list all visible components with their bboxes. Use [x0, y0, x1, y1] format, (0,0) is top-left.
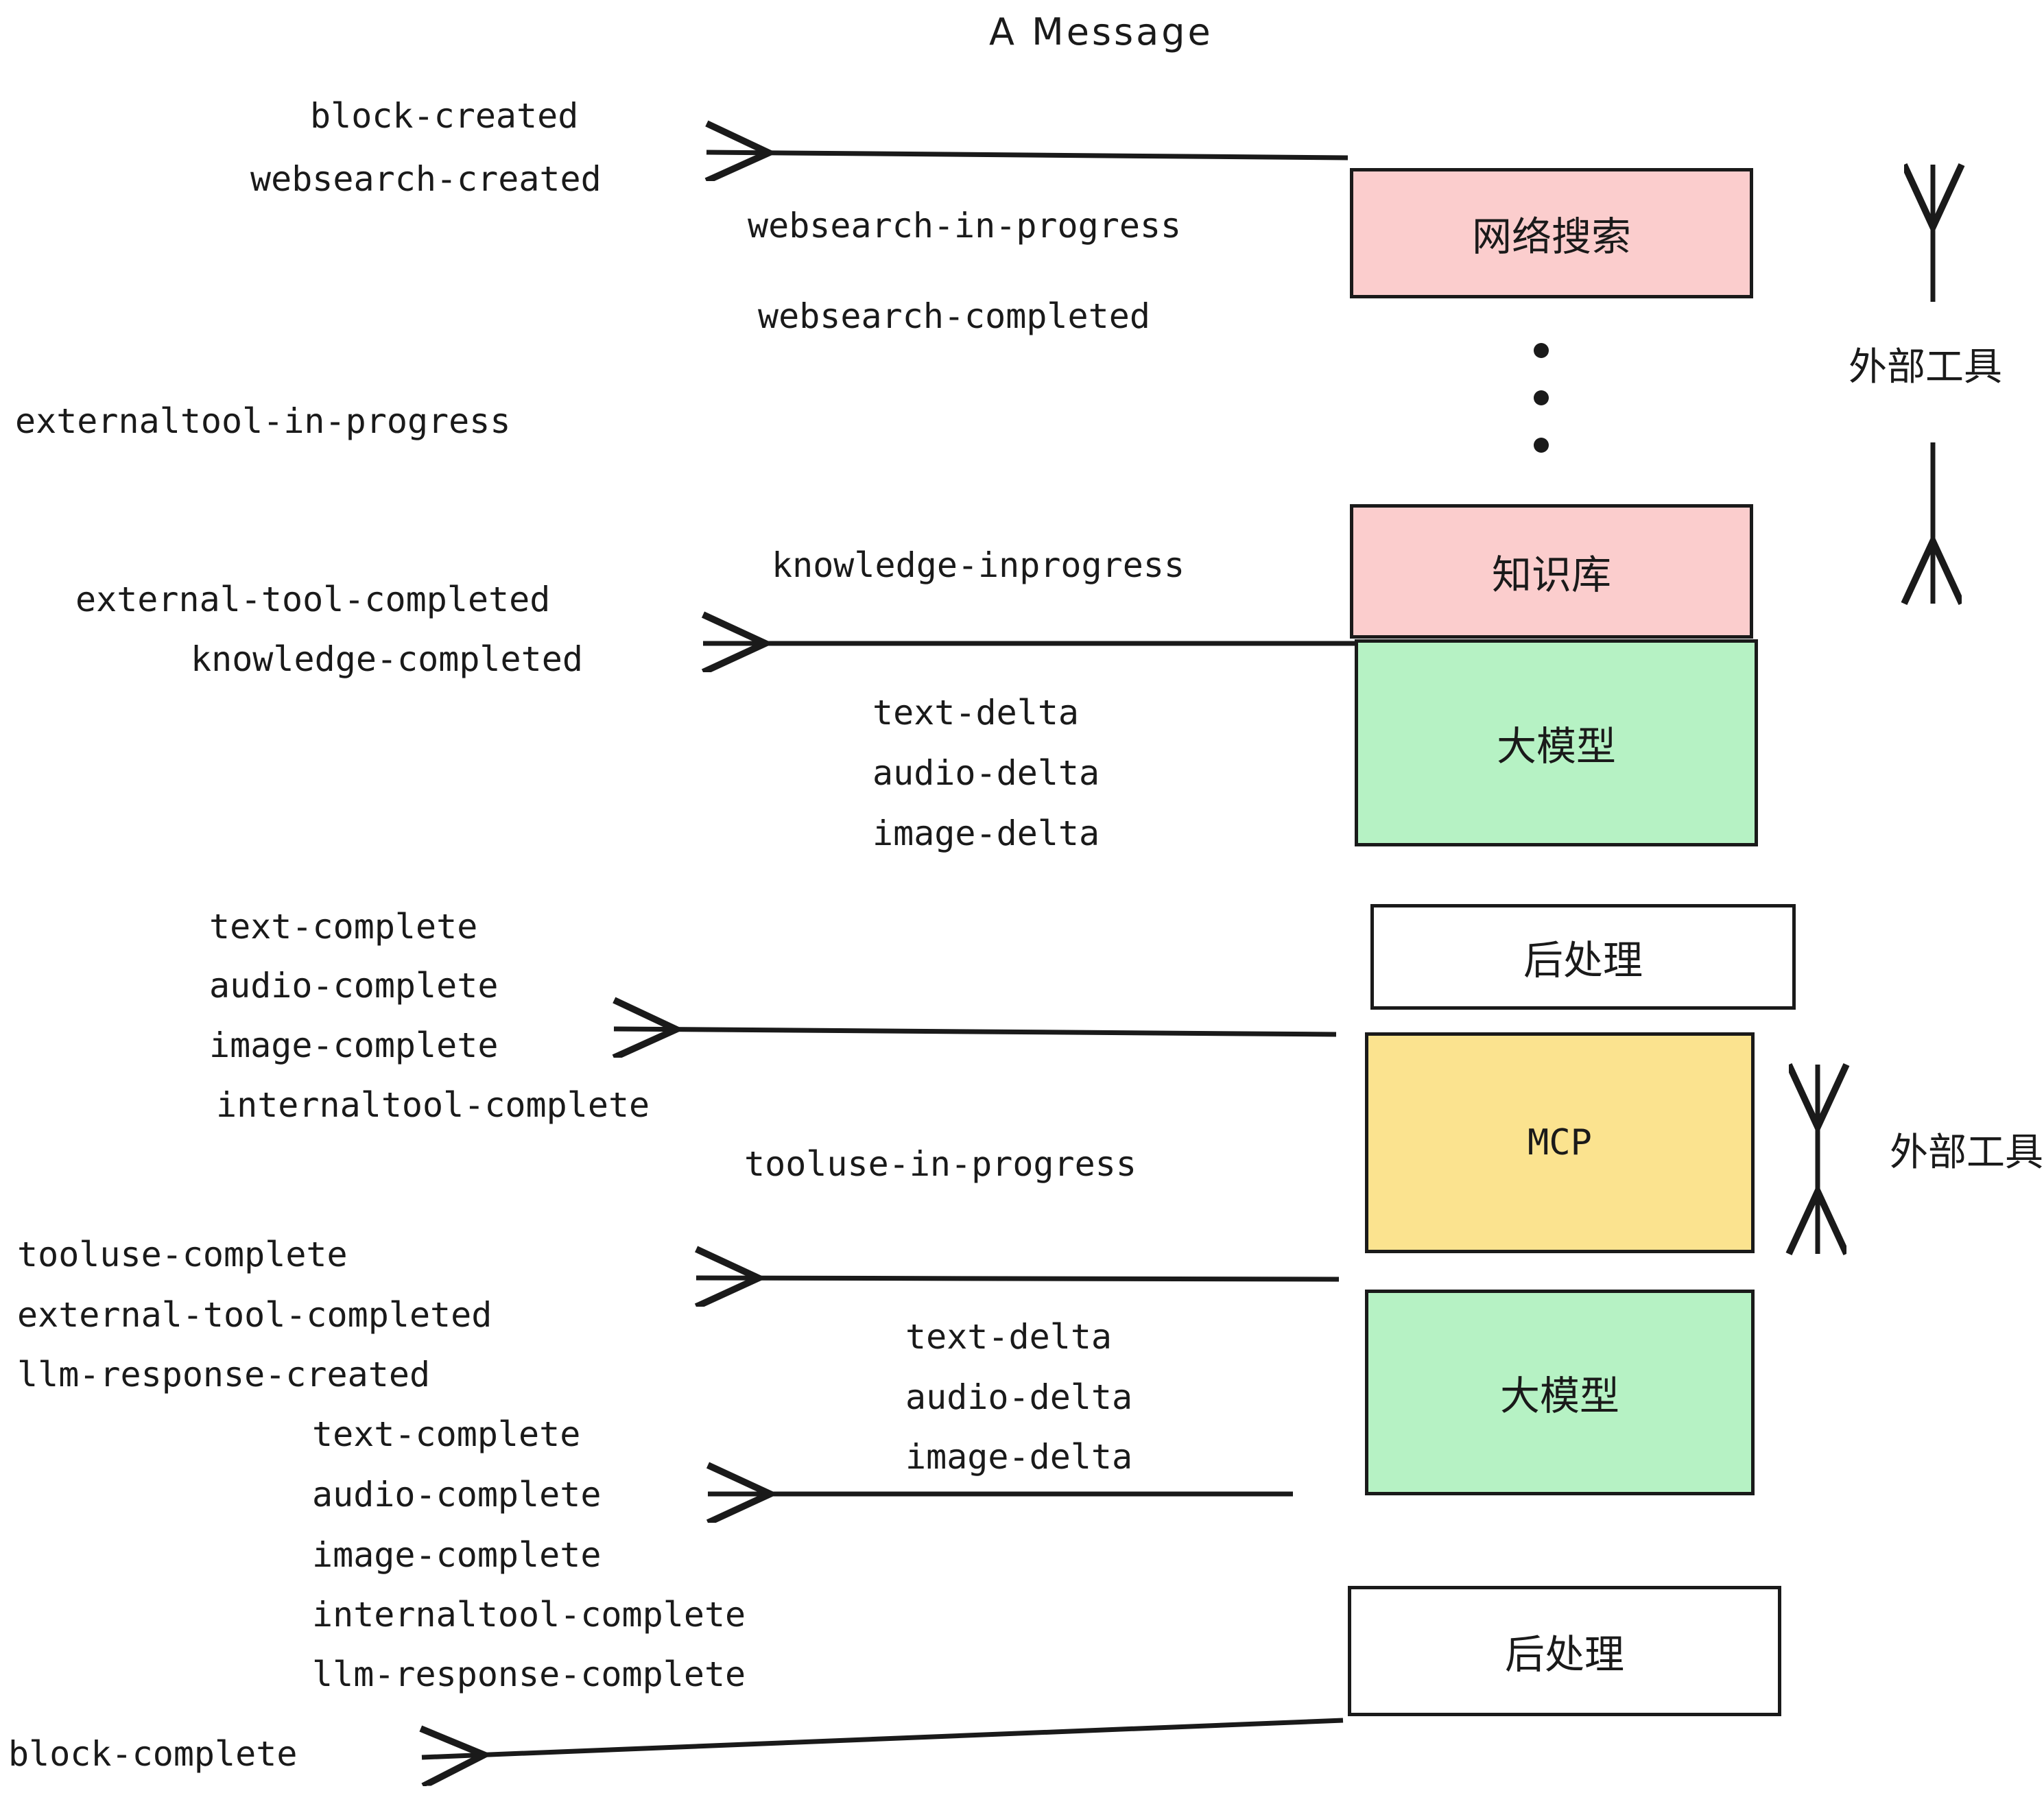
event-external-tool-completed-1: external-tool-completed [75, 580, 551, 619]
event-websearch-completed: websearch-completed [758, 296, 1150, 336]
arrow-postprocess1-to-image-complete [614, 1029, 1337, 1034]
box-knowledge-label: 知识库 [1491, 551, 1611, 598]
arrow-postprocess2-to-block-complete [422, 1718, 1344, 1757]
vertical-ellipsis-icon [1533, 343, 1549, 453]
box-llm-1[interactable]: 大模型 [1355, 639, 1758, 846]
event-block-complete: block-complete [8, 1734, 298, 1774]
box-postprocess-2-label: 后处理 [1504, 1631, 1624, 1678]
event-knowledge-inprogress: knowledge-inprogress [772, 545, 1185, 585]
event-external-tool-completed-2: external-tool-completed [17, 1295, 492, 1335]
arrow-websearch-to-block-created [706, 152, 1348, 158]
box-websearch-label: 网络搜索 [1471, 213, 1631, 260]
box-llm-2-label: 大模型 [1499, 1373, 1619, 1419]
event-text-complete-1: text-complete [209, 907, 478, 947]
event-image-delta-1: image-delta [872, 814, 1100, 853]
event-audio-delta-1: audio-delta [872, 753, 1100, 793]
event-audio-delta-2: audio-delta [905, 1377, 1133, 1417]
event-audio-complete-2: audio-complete [312, 1475, 602, 1515]
event-internaltool-complete-2: internaltool-complete [312, 1595, 746, 1635]
box-llm-1-label: 大模型 [1496, 723, 1616, 770]
event-text-delta-1: text-delta [872, 693, 1080, 733]
event-image-delta-2: image-delta [905, 1437, 1133, 1477]
box-postprocess-2[interactable]: 后处理 [1348, 1586, 1781, 1716]
event-llm-response-created: llm-response-created [17, 1355, 431, 1394]
event-tooluse-in-progress: tooluse-in-progress [744, 1144, 1137, 1184]
event-block-created: block-created [310, 96, 579, 136]
event-text-delta-2: text-delta [905, 1317, 1113, 1357]
event-externaltool-in-progress: externaltool-in-progress [15, 401, 511, 441]
annotation-external-tools-bottom: 外部工具 [1890, 1130, 2043, 1175]
event-llm-response-complete: llm-response-complete [312, 1654, 746, 1694]
box-llm-2[interactable]: 大模型 [1365, 1290, 1755, 1495]
box-postprocess-1-label: 后处理 [1523, 937, 1643, 984]
event-image-complete-1: image-complete [209, 1025, 499, 1065]
box-websearch[interactable]: 网络搜索 [1350, 168, 1753, 298]
box-knowledge[interactable]: 知识库 [1350, 504, 1753, 639]
box-postprocess-1[interactable]: 后处理 [1370, 904, 1796, 1010]
box-mcp-label: MCP [1528, 1122, 1592, 1163]
event-audio-complete-1: audio-complete [209, 966, 499, 1006]
arrow-mcp-to-tooluse-complete [696, 1278, 1340, 1279]
event-websearch-created: websearch-created [250, 159, 602, 199]
event-internaltool-complete-1: internaltool-complete [216, 1085, 650, 1125]
event-websearch-in-progress: websearch-in-progress [748, 206, 1182, 246]
event-text-complete-2: text-complete [312, 1414, 581, 1454]
annotation-external-tools-top: 外部工具 [1849, 345, 2002, 390]
event-tooluse-complete: tooluse-complete [17, 1235, 348, 1274]
event-knowledge-completed: knowledge-completed [191, 639, 583, 679]
event-image-complete-2: image-complete [312, 1535, 602, 1575]
page-title: A Message [989, 10, 1213, 54]
box-mcp[interactable]: MCP [1365, 1032, 1755, 1253]
